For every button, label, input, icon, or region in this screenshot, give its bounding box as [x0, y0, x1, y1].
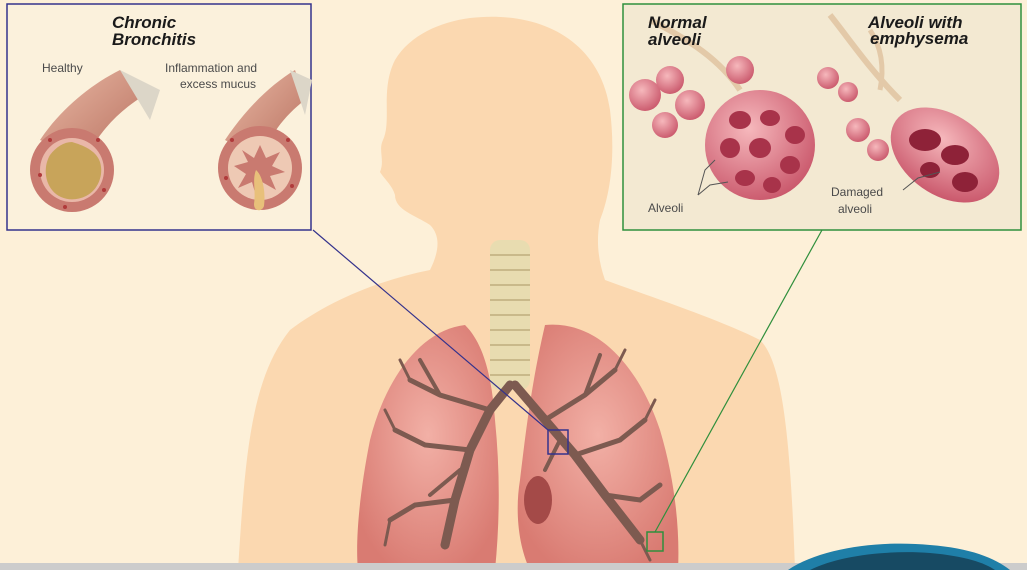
chronic-bronchitis-title-line2: Bronchitis: [112, 31, 196, 48]
heart-notch: [524, 476, 552, 524]
normal-alveoli-title-line2: alveoli: [648, 31, 701, 48]
chronic-bronchitis-title-line1: Chronic: [112, 14, 176, 31]
inflammation-label-line1: Inflammation and: [165, 61, 257, 76]
inflammation-label-line2: excess mucus: [180, 77, 256, 92]
normal-alveoli-title-line1: Normal: [648, 14, 707, 31]
emphysema-title-line2: emphysema: [870, 30, 968, 47]
damaged-alveoli-label-line1: Damaged: [831, 185, 883, 200]
alveoli-label: Alveoli: [648, 201, 683, 216]
trachea: [490, 240, 530, 390]
damaged-alveoli-label-line2: alveoli: [838, 202, 872, 217]
healthy-label: Healthy: [42, 61, 83, 76]
